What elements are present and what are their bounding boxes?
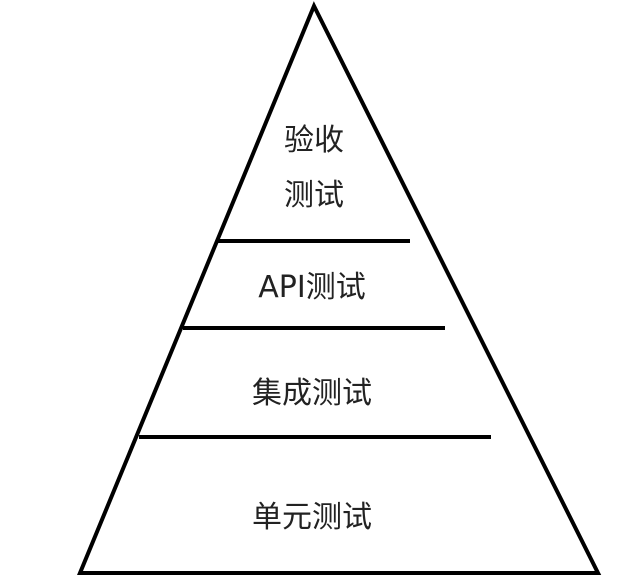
tier-integration-label: 集成测试: [252, 376, 372, 411]
tier-unit-label: 单元测试: [252, 500, 372, 535]
tier-api: API测试: [258, 270, 365, 305]
tier-api-label: API测试: [258, 270, 365, 305]
tier-acceptance-label-line-2: 测试: [284, 178, 344, 213]
tier-unit: 单元测试: [252, 500, 372, 535]
tier-acceptance-label-line-1: 验收: [284, 123, 344, 158]
tier-acceptance: 验收 测试: [284, 123, 344, 213]
pyramid-outline: [77, 1, 602, 575]
tier-integration: 集成测试: [252, 376, 372, 411]
